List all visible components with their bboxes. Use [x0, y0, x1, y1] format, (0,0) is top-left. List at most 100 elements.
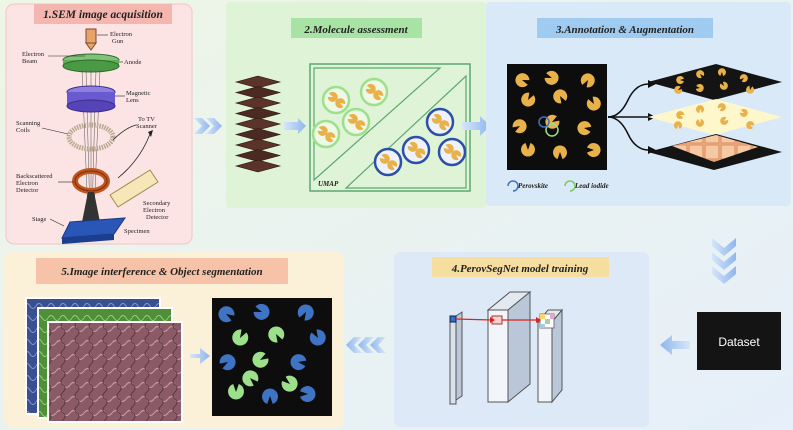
step5-title-box: [36, 258, 288, 284]
panel-sem-acquisition: 1.SEM image acquisition Electron Gun Ano…: [5, 3, 193, 245]
sem-slice: [234, 96, 282, 110]
label-anode: Anode: [124, 59, 141, 66]
crystal-icon: [415, 148, 426, 159]
crystal-icon: [451, 150, 462, 161]
crystal-icon: [355, 120, 366, 131]
crystal-icon: [580, 73, 595, 88]
cnn-layer-3: [536, 308, 564, 404]
crystal-icon: [717, 103, 726, 112]
cnn-layer-2: [486, 290, 532, 404]
crystal-icon: [674, 85, 683, 94]
crystal-icon: [674, 121, 683, 130]
panel-molecule-assessment: 2.Molecule assessment UMAP: [226, 2, 486, 208]
scanning-coils-icon: [66, 122, 116, 152]
label-to-tv: To TV: [138, 116, 155, 123]
label-scanner: Scanner: [136, 123, 158, 130]
label-electron-2: Electron: [16, 180, 39, 187]
layer-light-crystals: [674, 103, 755, 130]
crystal-icon: [553, 145, 567, 159]
panel-annotation-augmentation: 3.Annotation & Augmentation Perovskite L…: [486, 2, 791, 206]
crystal-icon: [431, 113, 442, 124]
dataset-label: Dataset: [718, 335, 760, 349]
crystal-icon: [553, 89, 568, 104]
augmentation-branches: [607, 83, 651, 151]
step1-title: 1.SEM image acquisition: [43, 9, 163, 21]
arrow-3-to-dataset: [712, 238, 736, 284]
arrow-2-to-3: [462, 116, 490, 136]
label-stage: Stage: [32, 216, 47, 223]
label-detector-2: Detector: [146, 214, 169, 221]
segmented-crystal-icon: [228, 384, 244, 400]
label-detector: Detector: [16, 187, 39, 194]
sem-slice: [234, 149, 282, 162]
secondary-detector-icon: [109, 169, 159, 208]
step3-title: 3.Annotation & Augmentation: [555, 24, 694, 36]
electron-gun-icon: [85, 28, 97, 51]
label-electron: Electron: [110, 31, 133, 38]
segmented-crystal-icon: [219, 354, 236, 371]
stage-specimen-icon: [61, 217, 127, 244]
crystal-icon: [439, 120, 450, 131]
focused-beam: [82, 192, 100, 222]
arrow-4-to-5: [346, 337, 386, 353]
segmented-crystal-icon: [252, 351, 269, 368]
crystal-icon: [746, 85, 754, 94]
crystal-icon: [586, 96, 601, 111]
lead-iodide-marker: [545, 123, 559, 137]
segmented-crystal-icon: [232, 329, 249, 346]
crystal-icon: [365, 83, 376, 94]
crystal-icon: [512, 119, 527, 134]
step5-title: 5.Image interference & Object segmentati…: [61, 266, 262, 278]
crystal-icon: [739, 108, 748, 117]
legend-perovskite: Perovskite: [518, 182, 548, 190]
crystal-icon: [746, 121, 755, 130]
lead-iodide-legend-icon: [564, 180, 576, 192]
umap-cluster-upper: [313, 67, 442, 182]
crystal-icon: [587, 143, 601, 157]
step4-title-box: [432, 257, 609, 277]
crystal-icon: [327, 91, 338, 102]
sem-slice: [234, 138, 282, 152]
segmented-crystal-icon: [253, 303, 270, 320]
perovskite-marker: [538, 116, 550, 128]
sem-slice: [234, 75, 282, 89]
label-electron-beam-1: Electron: [22, 51, 45, 58]
segmented-crystal-icon: [297, 304, 314, 321]
layer-dark-crystals: [674, 68, 754, 94]
arrow-image-to-mask: [190, 348, 210, 364]
sem-slice: [234, 159, 282, 173]
crystal-icon: [335, 98, 346, 109]
crystal-icon: [720, 116, 729, 125]
annotated-crystals: [512, 70, 601, 159]
crystal-icon: [676, 111, 685, 120]
crystal-icon: [544, 70, 559, 85]
umap-cluster-lower: [344, 74, 467, 189]
label-electron-3: Electron: [143, 207, 166, 214]
segmented-crystal-icon: [309, 329, 326, 346]
backscattered-detector-icon: [72, 168, 110, 194]
crystal-icon: [373, 90, 384, 101]
sem-slice: [234, 86, 282, 99]
crystal-icon: [695, 118, 704, 127]
segmented-crystal-icon: [242, 370, 259, 387]
arrow-1-to-2: [194, 118, 222, 134]
arrow-dataset-to-4: [660, 335, 690, 355]
crystal-icon: [407, 141, 418, 152]
segmented-crystal-icon: [281, 375, 298, 392]
anode-icon: [62, 53, 120, 73]
sem-image-stack: [234, 75, 282, 173]
segmented-crystals: [218, 303, 326, 404]
crystal-icon: [719, 81, 728, 90]
segmented-crystal-icon: [262, 388, 278, 404]
perovskite-legend-icon: [507, 180, 519, 192]
arrow-stack-to-umap: [284, 118, 306, 134]
sem-slice: [234, 117, 282, 131]
step2-title: 2.Molecule assessment: [303, 24, 408, 36]
step4-title: 4.PerovSegNet model training: [451, 263, 589, 275]
crystal-icon: [577, 121, 592, 136]
sem-slice: [234, 107, 282, 120]
crystal-icon: [515, 73, 530, 88]
cnn-connections: [455, 318, 538, 321]
